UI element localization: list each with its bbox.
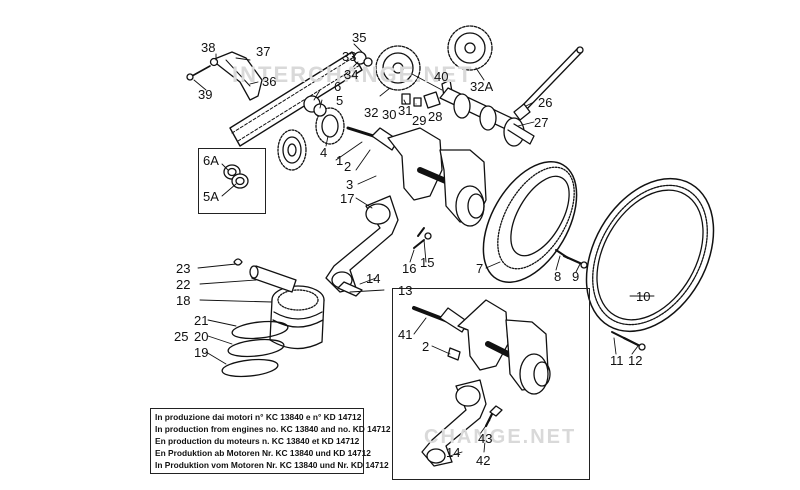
callout-39: 39 — [198, 87, 213, 102]
watermark-top: INTERCHANGE.NET — [232, 62, 474, 87]
callout-19: 19 — [194, 345, 209, 360]
callout-32: 32 — [364, 105, 379, 120]
crankshaft — [346, 126, 487, 227]
callout-5: 5 — [336, 93, 344, 108]
callout-10: 10 — [636, 289, 651, 304]
callout-4: 4 — [320, 145, 328, 160]
callout-2: 2 — [344, 159, 352, 174]
callout-18: 18 — [176, 293, 191, 308]
watermark-bottom: CHANGE.NET — [424, 426, 577, 448]
callout-16: 16 — [402, 261, 417, 276]
callout-28: 28 — [428, 109, 443, 124]
callout-25: 25 — [174, 329, 189, 344]
idler-sprocket-small — [353, 51, 373, 67]
flywheel — [482, 161, 578, 283]
callout-14: 14 — [366, 271, 381, 286]
callout-38: 38 — [201, 40, 216, 55]
callout-15: 15 — [420, 255, 435, 270]
callout-34: 34 — [344, 67, 359, 82]
callout-31: 31 — [398, 103, 413, 118]
production-note: In produzione dai motori n° KC 13840 e n… — [150, 408, 391, 474]
callout-36: 36 — [262, 74, 277, 89]
flywheel-bolts — [555, 249, 646, 351]
callout-26: 26 — [538, 95, 553, 110]
callout-23: 23 — [176, 261, 191, 276]
callout-21: 21 — [194, 313, 209, 328]
callout-22: 22 — [176, 277, 191, 292]
pushrod — [513, 46, 584, 121]
callout-29: 29 — [412, 113, 427, 128]
callout-9: 9 — [572, 269, 580, 284]
callout-13: 13 — [398, 283, 413, 298]
callout-37: 37 — [256, 44, 271, 59]
connecting-rod — [325, 195, 432, 297]
callout-14-inset: 14 — [446, 445, 461, 460]
callout-35: 35 — [352, 30, 367, 45]
callout-40: 40 — [434, 69, 449, 84]
callout-12: 12 — [628, 353, 643, 368]
note-line-fr: En production du moteurs n. KC 13840 et … — [155, 436, 360, 446]
callout-6A: 6A — [203, 153, 219, 168]
callout-41: 41 — [398, 327, 413, 342]
note-line-it: In produzione dai motori n° KC 13840 e n… — [155, 412, 362, 422]
callout-27: 27 — [534, 115, 549, 130]
inset-crankshaft — [412, 299, 551, 395]
piston-pin — [233, 258, 297, 293]
camshaft — [439, 87, 535, 147]
callout-11: 11 — [610, 353, 624, 368]
callout-6: 6 — [334, 79, 342, 94]
callout-20: 20 — [194, 329, 209, 344]
bearing-detail-frame — [198, 148, 266, 214]
timing-chain — [229, 51, 363, 147]
note-line-en: In production from engines no. KC 13840 … — [155, 424, 391, 434]
piston-rings — [221, 320, 289, 378]
callout-17: 17 — [340, 191, 355, 206]
chain-guide — [186, 51, 263, 101]
callout-1: 1 — [336, 153, 344, 168]
callout-42: 42 — [476, 453, 491, 468]
crank-sprocket — [303, 95, 345, 145]
piston — [269, 285, 325, 350]
callout-32A: 32A — [470, 79, 494, 94]
callout-5A: 5A — [203, 189, 219, 204]
note-line-de: En Produktion ab Motoren Nr. KC 13840 un… — [155, 448, 371, 458]
camshaft-sprockets — [375, 25, 493, 91]
callout-2-inset: 2 — [422, 339, 430, 354]
inset-connecting-rod — [421, 379, 503, 467]
oil-pump-sprocket — [277, 129, 307, 171]
callout-7: 7 — [476, 261, 484, 276]
callout-43: 43 — [478, 431, 493, 446]
callout-3: 3 — [346, 177, 354, 192]
inset-frame — [392, 288, 590, 480]
callout-30: 30 — [382, 107, 397, 122]
note-line-de2: In Produktion vom Motoren Nr. KC 13840 u… — [155, 460, 389, 470]
callout-33: 33 — [342, 49, 357, 64]
callout-8: 8 — [554, 269, 562, 284]
leader-lines — [193, 43, 655, 457]
ring-gear — [585, 177, 715, 333]
